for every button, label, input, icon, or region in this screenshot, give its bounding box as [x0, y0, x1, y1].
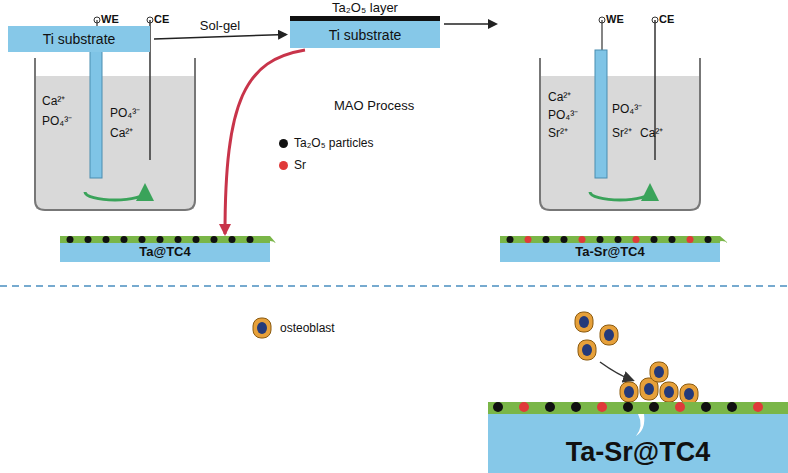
text-label: Sr²⁺: [548, 124, 568, 141]
particle: [687, 236, 694, 243]
coated-implant: Ta-Sr@TC4: [488, 402, 788, 473]
separator: [0, 285, 788, 287]
legend-item: osteoblast: [280, 321, 335, 335]
text-label: Ca²⁺: [42, 92, 65, 109]
electrolysis-cell: [540, 17, 700, 210]
legend-text: osteoblast: [280, 321, 335, 335]
substrate-box: Ta₂O₅ layer Ti substrate: [290, 0, 440, 48]
particle: [649, 402, 659, 412]
edge-label: Sol-gel: [200, 18, 240, 33]
text-label: Ca²⁺: [640, 124, 663, 141]
particle: [545, 402, 555, 412]
legend-text: Sr: [294, 158, 306, 172]
particle: [623, 402, 633, 412]
particle: [157, 236, 164, 243]
text-label: PO₄³⁻: [612, 100, 642, 117]
particle: [571, 402, 581, 412]
osteoblast-cells: [575, 312, 698, 404]
legend-item: Sr: [279, 158, 306, 172]
legend-swatch: [279, 139, 288, 148]
coated-implant: Ta@TC4: [60, 236, 270, 262]
particle: [543, 236, 550, 243]
particle: [525, 236, 532, 243]
particle: [507, 236, 514, 243]
osteoblast-icon: [253, 318, 271, 338]
particle: [561, 236, 568, 243]
particle: [103, 236, 110, 243]
particle: [579, 236, 586, 243]
particle: [229, 236, 236, 243]
electrode-label: CE: [659, 13, 674, 25]
pore: [636, 414, 644, 436]
particle: [211, 236, 218, 243]
particle: [701, 402, 711, 412]
text-label: PO₄³⁻: [548, 106, 578, 123]
particle: [705, 236, 712, 243]
legend-swatch: [279, 161, 288, 170]
text-label: PO₄³⁻: [42, 112, 72, 129]
text-label: Sr²⁺: [612, 124, 632, 141]
coated-implant: Ta-Sr@TC4: [500, 236, 720, 262]
plate-label: Ta-Sr@TC4: [488, 402, 788, 468]
process-label: MAO Process: [334, 98, 414, 113]
layer-heading: Ta₂O₅ layer: [290, 0, 440, 16]
particle: [67, 236, 74, 243]
legend-text: Ta₂O₅ particles: [294, 136, 374, 150]
particle: [753, 402, 763, 412]
particle: [669, 236, 676, 243]
box-label: Ti substrate: [329, 27, 402, 43]
particle: [597, 236, 604, 243]
particle: [675, 402, 685, 412]
legend-item: Ta₂O₅ particles: [279, 136, 374, 150]
text-label: PO₄³⁻: [110, 104, 140, 121]
particle: [615, 236, 622, 243]
box-label: Ti substrate: [43, 31, 116, 47]
particle: [727, 402, 737, 412]
particle: [139, 236, 146, 243]
connector-arrow: [154, 35, 286, 40]
particle: [247, 236, 254, 243]
connector-arrow: [225, 50, 305, 234]
particle: [121, 236, 128, 243]
electrode-label: CE: [154, 13, 169, 25]
electrode-label: WE: [101, 13, 119, 25]
plate-label: Ta-Sr@TC4: [500, 236, 720, 259]
electrolysis-cell: [35, 17, 195, 210]
particle: [633, 236, 640, 243]
particle: [651, 236, 658, 243]
particle: [175, 236, 182, 243]
substrate-box: Ti substrate: [8, 26, 150, 52]
connector-arrow: [444, 23, 496, 25]
particle: [597, 402, 607, 412]
particle: [193, 236, 200, 243]
plate-label: Ta@TC4: [60, 236, 270, 259]
substrate-bar: Ti substrate: [290, 21, 440, 48]
particle: [519, 402, 529, 412]
particle: [493, 402, 503, 412]
electrode-label: WE: [606, 13, 624, 25]
text-label: Ca²⁺: [110, 124, 133, 141]
text-label: Ca²⁺: [548, 88, 571, 105]
particle: [85, 236, 92, 243]
